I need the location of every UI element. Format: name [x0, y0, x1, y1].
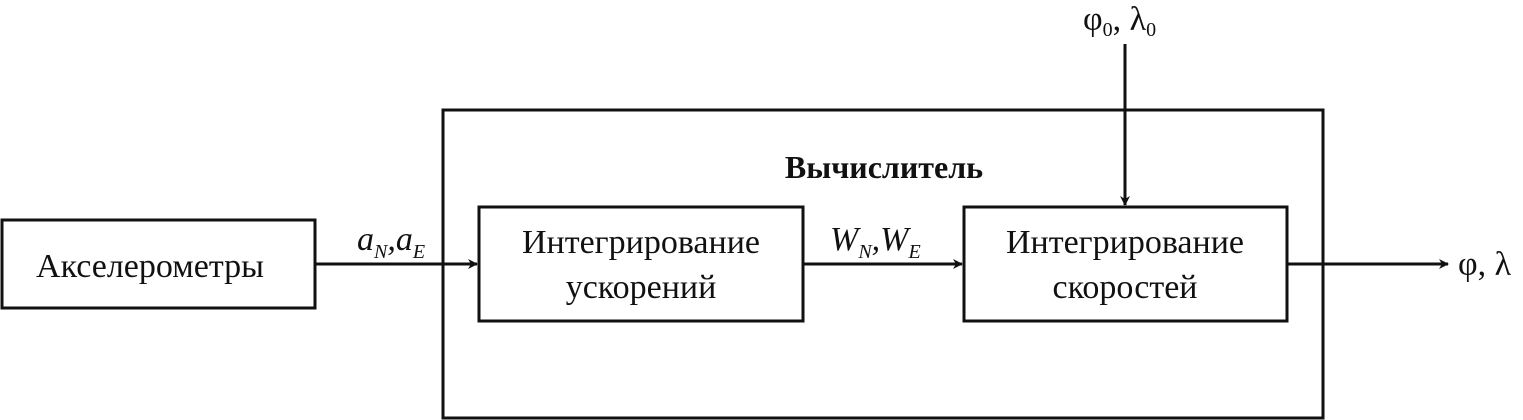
accel-integration-label-line1: Интегрирование	[522, 224, 760, 261]
accelerometers-block	[0, 218, 317, 310]
accelerometers-label: Акселерометры	[36, 248, 264, 285]
accel-signal-label: aN,aE	[357, 221, 425, 263]
velocity-signal-label: WN,WE	[830, 221, 921, 263]
output-label: φ, λ	[1458, 246, 1512, 283]
computer-title: Вычислитель	[785, 149, 983, 185]
accel-integration-label-line2: ускорений	[566, 269, 717, 306]
accel-integration-block	[477, 205, 805, 323]
initial-conditions-label: φ0, λ0	[1083, 1, 1156, 41]
velocity-integration-label-line1: Интегрирование	[1006, 224, 1244, 261]
velocity-integration-label-line2: скоростей	[1053, 269, 1198, 306]
